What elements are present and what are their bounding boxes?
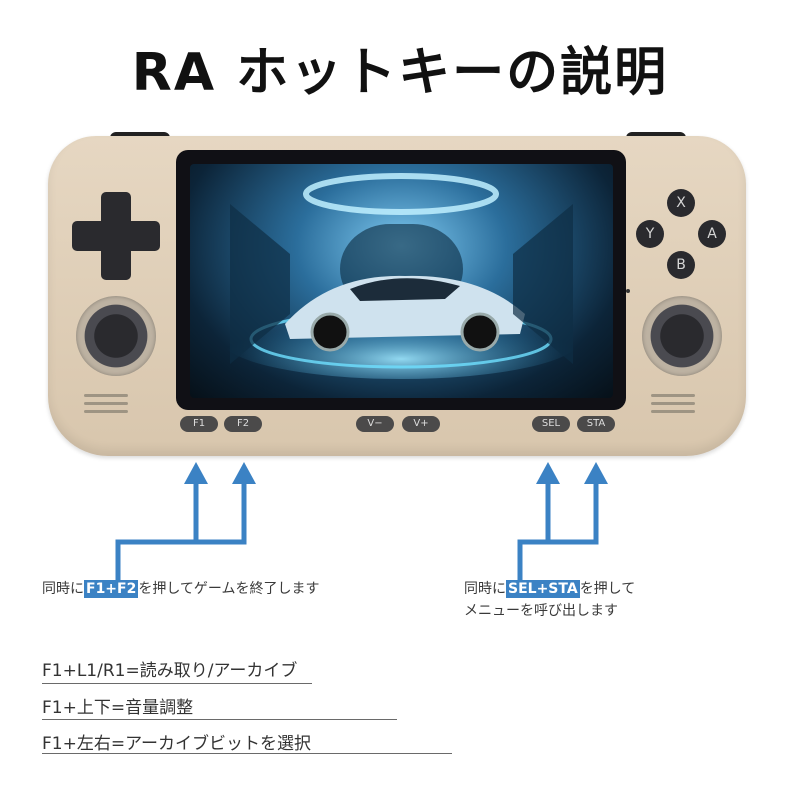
select-button: SEL — [532, 416, 570, 432]
f2-button: F2 — [224, 416, 262, 432]
underline-3 — [42, 753, 452, 754]
hotkey-volume: F1+上下=音量調整 — [42, 698, 194, 718]
sports-car-scene — [221, 173, 581, 379]
underline-2 — [42, 719, 397, 720]
exit-keys: F1+F2 — [84, 580, 139, 598]
menu-keys: SEL+STA — [506, 580, 580, 598]
left-analog-stick — [76, 296, 156, 376]
menu-callout-line2: メニューを呼び出します — [464, 603, 618, 619]
indicator-light — [626, 289, 630, 293]
underline-1 — [42, 683, 312, 684]
exit-post: を押してゲームを終了します — [138, 581, 320, 597]
menu-post: を押して — [579, 581, 636, 597]
a-button: A — [698, 220, 726, 248]
volume-down-button: V− — [356, 416, 394, 432]
exit-pre: 同時に — [42, 581, 84, 597]
y-button: Y — [636, 220, 664, 248]
f1-button: F1 — [180, 416, 218, 432]
volume-up-button: V+ — [402, 416, 440, 432]
right-analog-stick — [642, 296, 722, 376]
hotkey-save-load: F1+L1/R1=読み取り/アーカイブ — [42, 661, 298, 681]
start-button: STA — [577, 416, 615, 432]
x-button: X — [667, 189, 695, 217]
left-speaker-grille — [84, 394, 128, 418]
menu-pre: 同時に — [464, 581, 506, 597]
b-button: B — [667, 251, 695, 279]
hotkey-select-slot: F1+左右=アーカイブビットを選択 — [42, 734, 312, 754]
right-speaker-grille — [651, 394, 695, 418]
game-screen — [190, 164, 613, 398]
dpad-horizontal — [72, 221, 160, 251]
page-title: RA ホットキーの説明 — [131, 43, 669, 103]
